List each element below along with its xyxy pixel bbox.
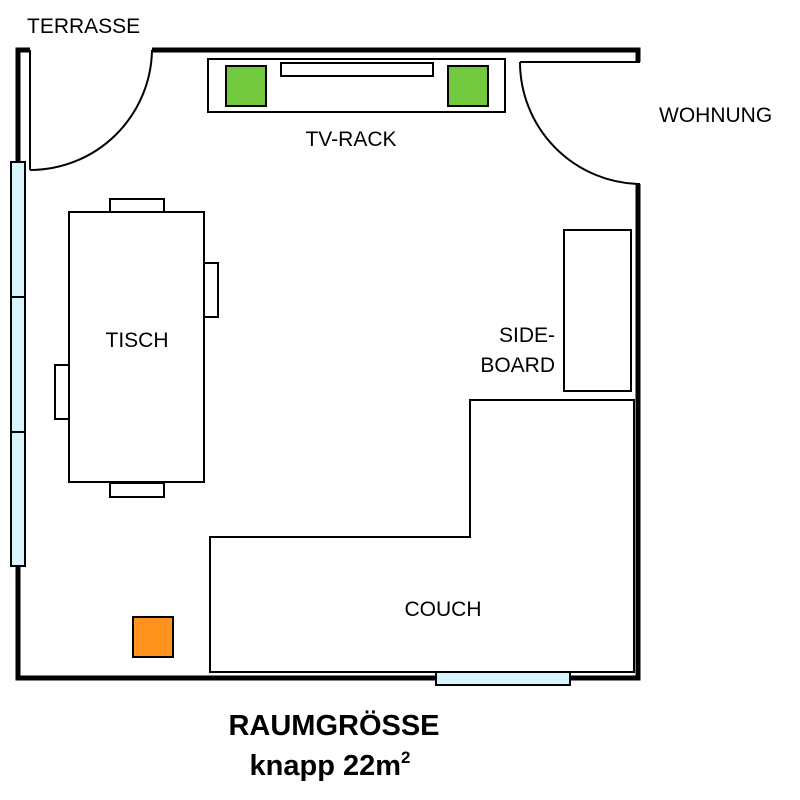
label-tisch: TISCH	[106, 329, 169, 352]
speaker-left	[225, 65, 267, 107]
room-size-title: RAUMGRÖSSE	[228, 709, 439, 742]
label-sideboard-line1: SIDE-	[499, 324, 555, 347]
apartment-door-opening	[632, 62, 644, 184]
label-sideboard-line2: BOARD	[480, 354, 555, 377]
chair-left	[54, 364, 70, 420]
speaker-right	[447, 65, 489, 107]
terrace-door-opening	[30, 44, 152, 56]
chair-bottom	[109, 482, 165, 498]
window-bottom	[435, 671, 571, 686]
couch	[209, 399, 635, 673]
room-size-superscript: 2	[401, 748, 410, 767]
room-size-value: knapp 22m2	[250, 748, 411, 782]
room-size-prefix: knapp 22m	[250, 750, 402, 782]
table-group	[54, 198, 219, 498]
label-wohnung: WOHNUNG	[659, 104, 772, 127]
table	[68, 211, 205, 483]
apartment-door	[519, 61, 641, 185]
chair-right	[203, 262, 219, 318]
label-couch: COUCH	[405, 598, 482, 621]
terrace-door	[29, 49, 153, 171]
tv-rack	[207, 58, 506, 113]
window-left	[10, 161, 26, 567]
chair-top	[109, 198, 165, 214]
label-tv-rack: TV-RACK	[305, 128, 396, 151]
label-terrasse: TERRASSE	[27, 15, 140, 38]
sideboard	[563, 229, 632, 392]
tv	[280, 62, 434, 77]
orange-box	[132, 616, 174, 658]
